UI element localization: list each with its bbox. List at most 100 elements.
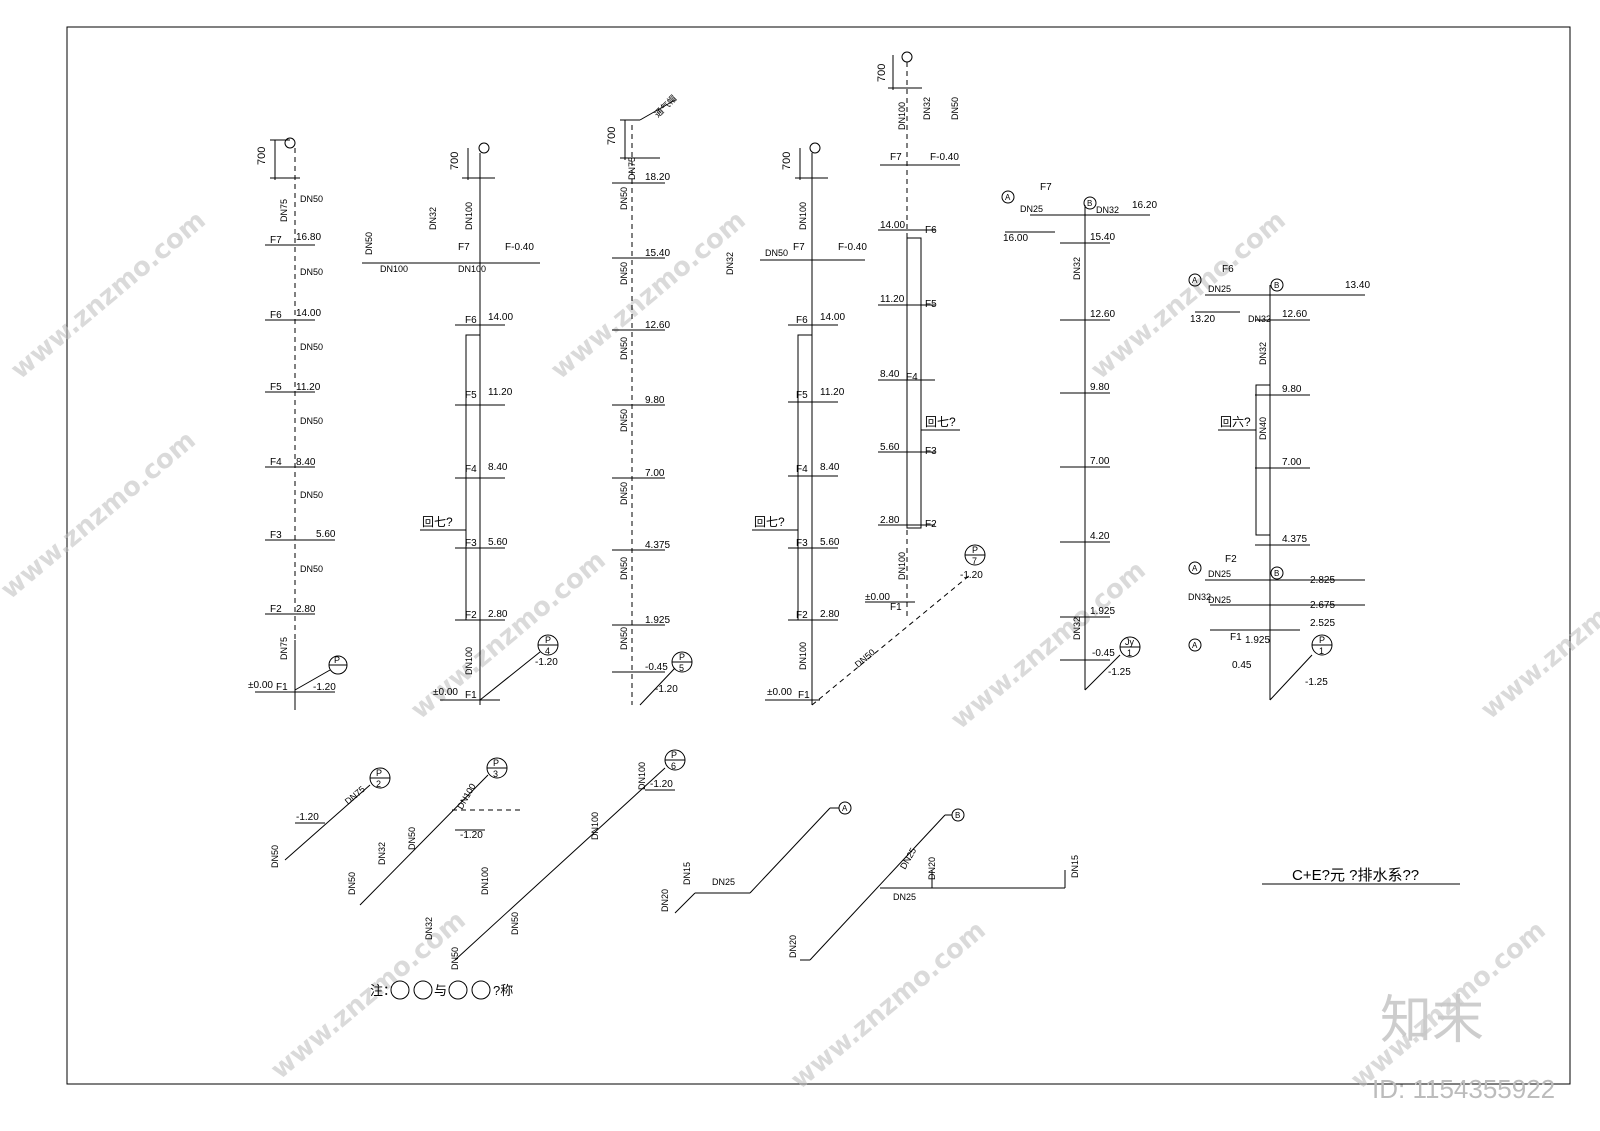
id-text: ID: 1154355922	[1372, 1074, 1555, 1104]
riser-d: 700 F7 F-0.40 F6 F5 F4 F3 F2 F1 14.00 11…	[725, 142, 971, 706]
pipe-size: DN100	[897, 552, 907, 580]
floor-label: F5	[796, 390, 808, 401]
watermark-text: www.znzmo.com	[405, 545, 611, 725]
pipe-size: DN25	[1208, 595, 1231, 605]
pipe-size: DN100	[798, 202, 808, 230]
level-label: -0.45	[645, 662, 668, 673]
level-label: F-0.40	[930, 152, 959, 163]
marker-num: 5	[679, 663, 684, 673]
pipe-size: DN50	[950, 97, 960, 120]
floor-label: F6	[270, 310, 282, 321]
floor-label: F2	[270, 604, 282, 615]
level-label: 2.825	[1310, 575, 1335, 586]
marker-p: P	[1319, 635, 1325, 645]
pipe-size: DN50	[300, 416, 323, 426]
level-label: 2.80	[296, 604, 316, 615]
floor-label: F6	[1222, 264, 1234, 275]
level-label: 11.20	[488, 387, 513, 398]
level-label: 13.20	[1190, 314, 1215, 325]
pipe-size: DN50	[300, 564, 323, 574]
level-label: -0.45	[1092, 648, 1115, 659]
pipe-size: DN100	[455, 782, 478, 811]
logo-text: 知末	[1380, 991, 1484, 1051]
pipe-size: DN75	[279, 199, 289, 222]
pipe-size: DN100	[590, 812, 600, 840]
level-label: 14.00	[488, 312, 513, 323]
level-label: 5.60	[820, 537, 840, 548]
floor-label: F1	[465, 690, 477, 701]
pipe-size: DN75	[627, 157, 637, 180]
marker-p: P	[334, 655, 340, 665]
marker-num: 1	[1127, 648, 1132, 658]
pipe-size: DN25	[1208, 284, 1231, 294]
marker-a: A	[1192, 641, 1198, 650]
pipe-size: DN50	[619, 409, 629, 432]
level-label: 9.80	[1090, 382, 1110, 393]
level-label: F-0.40	[505, 242, 534, 253]
floor-label: F4	[465, 464, 477, 475]
pipe-size: DN25	[1020, 204, 1043, 214]
branch-p3: P 3 -1.20 DN100 DN50 DN32 DN50	[347, 757, 520, 906]
pipe-size: DN100	[458, 264, 486, 274]
level-label: 15.40	[1090, 232, 1115, 243]
level-label: -1.20	[655, 684, 678, 695]
floor-label: F5	[465, 390, 477, 401]
pipe-size: DN50	[300, 194, 323, 204]
level-label: -1.20	[296, 812, 319, 823]
floor-label: F2	[925, 519, 937, 530]
level-label: ±0.00	[248, 680, 273, 691]
marker-a: A	[1005, 193, 1011, 202]
floor-label: F7	[270, 235, 282, 246]
pipe-size: DN20	[927, 857, 937, 880]
marker-b: B	[1087, 199, 1092, 208]
level-label: 2.80	[820, 609, 840, 620]
pipe-size: DN32	[1096, 205, 1119, 215]
level-label: 4.20	[1090, 531, 1110, 542]
pipe-size: DN32	[377, 842, 387, 865]
pipe-size: DN100	[464, 647, 474, 675]
watermark-text: www.znzmo.com	[785, 915, 991, 1095]
floor-label: F1	[798, 690, 810, 701]
pipe-size: DN50	[619, 482, 629, 505]
pipe-size: DN20	[788, 935, 798, 958]
pipe-size: DN75	[279, 637, 289, 660]
floor-label: F4	[270, 457, 282, 468]
marker-p: P	[671, 750, 677, 760]
level-label: ±0.00	[767, 687, 792, 698]
marker-b: B	[1274, 569, 1279, 578]
drawing-frame	[66, 26, 1571, 1085]
floor-label: F2	[796, 610, 808, 621]
pipe-size: DN50	[619, 557, 629, 580]
level-label: -1.20	[460, 830, 483, 841]
marker-num: 6	[671, 761, 676, 771]
marker-p: P	[376, 768, 382, 778]
level-label: 7.00	[1282, 457, 1302, 468]
pipe-size: DN50	[347, 872, 357, 895]
marker-a: A	[1192, 276, 1198, 285]
branch-p2: P 2 -1.20 DN75 DN50	[270, 767, 391, 868]
pipe-size: DN50	[270, 845, 280, 868]
riser-a: 700 F7 F6 F5 F4 F3 F2 F1 16.80 14.00 11.…	[248, 137, 348, 710]
watermark-text: www.znzmo.com	[1475, 545, 1600, 725]
level-label: -1.25	[1108, 667, 1131, 678]
riser-b: 700 F7 F-0.40 F6 F5 F4 F3 F2 F1 14.00 11…	[362, 142, 559, 705]
level-label: 15.40	[645, 248, 670, 259]
pipe-size: DN32	[725, 252, 735, 275]
floor-label: F1	[1230, 632, 1242, 643]
level-label: 2.80	[488, 609, 508, 620]
floor-label: F3	[270, 530, 282, 541]
pipe-size: DN50	[619, 187, 629, 210]
floor-label: F5	[925, 299, 937, 310]
level-label: 9.80	[645, 395, 665, 406]
pipe-size: DN32	[1258, 342, 1268, 365]
pipe-size: DN50	[300, 342, 323, 352]
level-label: 2.675	[1310, 600, 1335, 611]
pipe-size: DN32	[424, 917, 434, 940]
dim-700: 700	[781, 152, 793, 170]
level-label: F-0.40	[838, 242, 867, 253]
pipe-size: DN32	[1248, 314, 1271, 324]
floor-label: F7	[890, 152, 902, 163]
marker-num: 3	[493, 769, 498, 779]
level-label: 16.80	[296, 232, 321, 243]
return-label: 回七?	[422, 515, 453, 529]
